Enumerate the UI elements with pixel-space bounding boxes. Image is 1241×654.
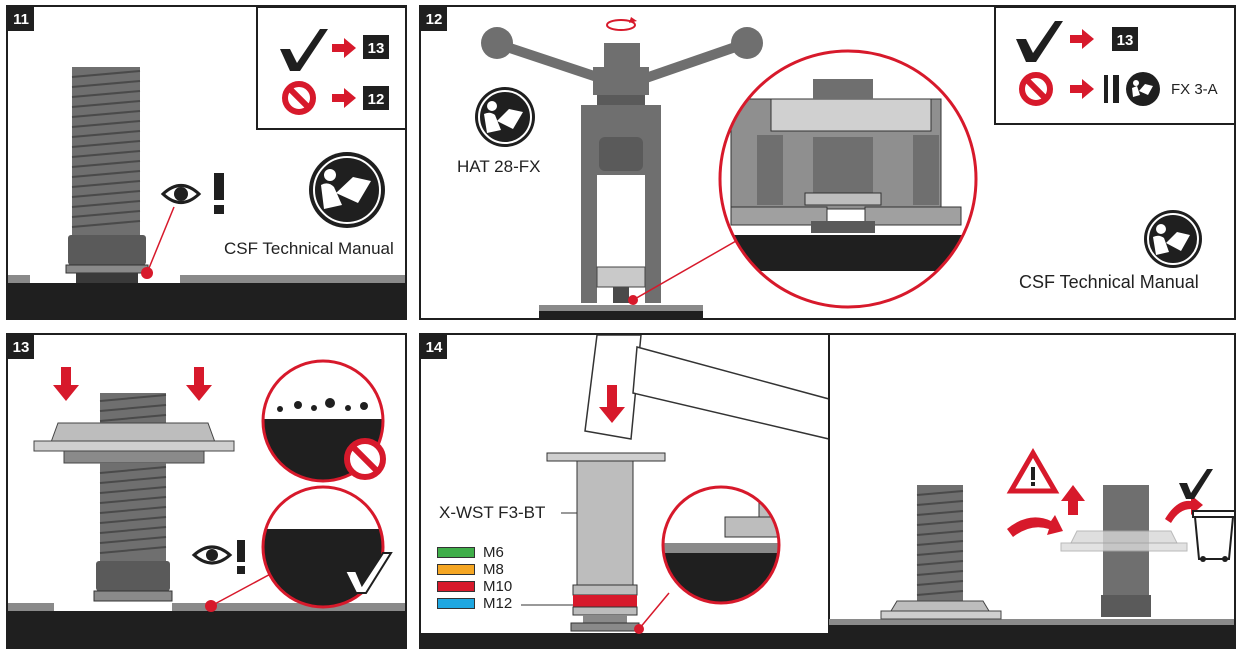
legend-swatch (437, 581, 475, 592)
warning-icon (1006, 448, 1060, 494)
wrench-icon (1104, 75, 1119, 103)
legend-item-m6: M6 (437, 544, 541, 561)
read-manual-icon (1144, 210, 1202, 268)
check-icon (1016, 21, 1063, 62)
arrow-right-icon (332, 88, 356, 108)
trash-bin-icon (1192, 510, 1234, 562)
step-13-illustration (8, 359, 405, 647)
check-icon (1179, 469, 1213, 499)
step-11-illustration: 13 12 (8, 7, 405, 318)
manual-label: CSF Technical Manual (224, 239, 394, 258)
read-manual-icon (309, 152, 385, 228)
curved-arrow-icon (1007, 495, 1203, 537)
panel-step-11: 11 (6, 5, 407, 320)
read-manual-icon (1126, 72, 1160, 106)
down-arrow-icon (53, 367, 212, 401)
ref-step-13: 13 (1117, 32, 1134, 49)
arrow-right-icon (1070, 79, 1094, 99)
panel-step-14: 14 (419, 333, 1236, 649)
step-12-illustration: 13 (475, 7, 1234, 318)
legend-item-m8: M8 (437, 561, 541, 578)
legend-label: M10 (483, 578, 513, 595)
check-icon (343, 552, 393, 594)
size-legend: M6 M8 M10 M12 (437, 544, 541, 621)
down-arrow-icon (599, 385, 625, 423)
read-manual-icon (475, 87, 535, 147)
eye-icon (191, 545, 233, 565)
panel-step-12: 12 (419, 5, 1236, 320)
rotate-icon (606, 17, 637, 31)
eye-icon (160, 184, 202, 204)
manual-label: CSF Technical Manual (1019, 272, 1199, 292)
ref-step-12: 12 (368, 91, 385, 108)
step-number: 14 (421, 335, 447, 359)
up-arrow-icon (1061, 485, 1085, 515)
tool-handles (481, 27, 763, 84)
alt-ref-label: FX 3-A (1171, 81, 1218, 98)
legend-swatch (437, 598, 475, 609)
step-14-illustration (421, 335, 1234, 647)
prohibit-icon (344, 438, 386, 480)
check-icon (280, 29, 328, 71)
exclamation-icon (214, 173, 224, 214)
step-number: 12 (421, 7, 447, 31)
legend-item-m12: M12 (437, 595, 541, 612)
legend-swatch (437, 547, 475, 558)
step-number: 13 (8, 335, 34, 359)
ref-step-13: 13 (368, 40, 385, 57)
prohibit-icon (282, 81, 316, 115)
threaded-stud (65, 67, 149, 283)
panel-step-13: 13 (6, 333, 407, 649)
detail-magnifier (720, 51, 976, 307)
legend-item-m10: M10 (437, 578, 541, 595)
legend-swatch (437, 564, 475, 575)
exclamation-icon (237, 540, 245, 574)
arrow-right-icon (332, 38, 356, 58)
legend-label: M6 (483, 544, 504, 561)
step-number: 11 (8, 7, 34, 31)
arrow-right-icon (1070, 29, 1094, 49)
legend-label: M12 (483, 595, 513, 612)
legend-label: M8 (483, 561, 504, 578)
tool-label: X-WST F3-BT (439, 503, 546, 522)
tool-label: HAT 28-FX (457, 157, 541, 176)
prohibit-icon (1019, 72, 1053, 106)
